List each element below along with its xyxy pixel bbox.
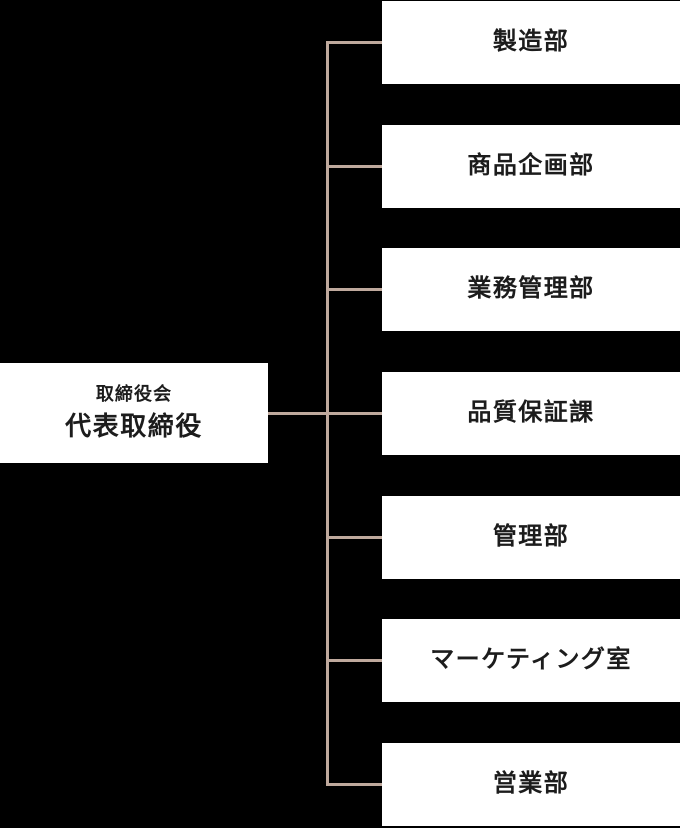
dept-label: 製造部 [492, 28, 570, 56]
connector-branch-administration [326, 536, 382, 539]
dept-box-operations-management: 業務管理部 [382, 248, 680, 331]
connector-branch-marketing-office [326, 659, 382, 662]
dept-box-quality-assurance: 品質保証課 [382, 372, 680, 455]
dept-label: 営業部 [492, 770, 570, 798]
connector-branch-quality-assurance [326, 412, 382, 415]
dept-label: 業務管理部 [467, 275, 595, 303]
dept-box-sales: 営業部 [382, 743, 680, 826]
dept-label: 管理部 [492, 523, 570, 551]
root-box-subtitle: 代表取締役 [65, 410, 203, 441]
root-box-board-of-directors: 取締役会 代表取締役 [0, 363, 268, 463]
connector-branch-product-planning [326, 165, 382, 168]
connector-root-horizontal-line [268, 412, 382, 415]
connector-branch-operations-management [326, 288, 382, 291]
dept-box-manufacturing: 製造部 [382, 1, 680, 84]
dept-label: マーケティング室 [430, 646, 632, 674]
dept-box-marketing-office: マーケティング室 [382, 619, 680, 702]
root-box-title: 取締役会 [95, 384, 173, 405]
dept-label: 品質保証課 [467, 399, 595, 427]
connector-branch-manufacturing [326, 41, 382, 44]
dept-box-product-planning: 商品企画部 [382, 125, 680, 208]
dept-box-administration: 管理部 [382, 496, 680, 579]
dept-label: 商品企画部 [467, 152, 595, 180]
connector-branch-sales [326, 783, 382, 786]
